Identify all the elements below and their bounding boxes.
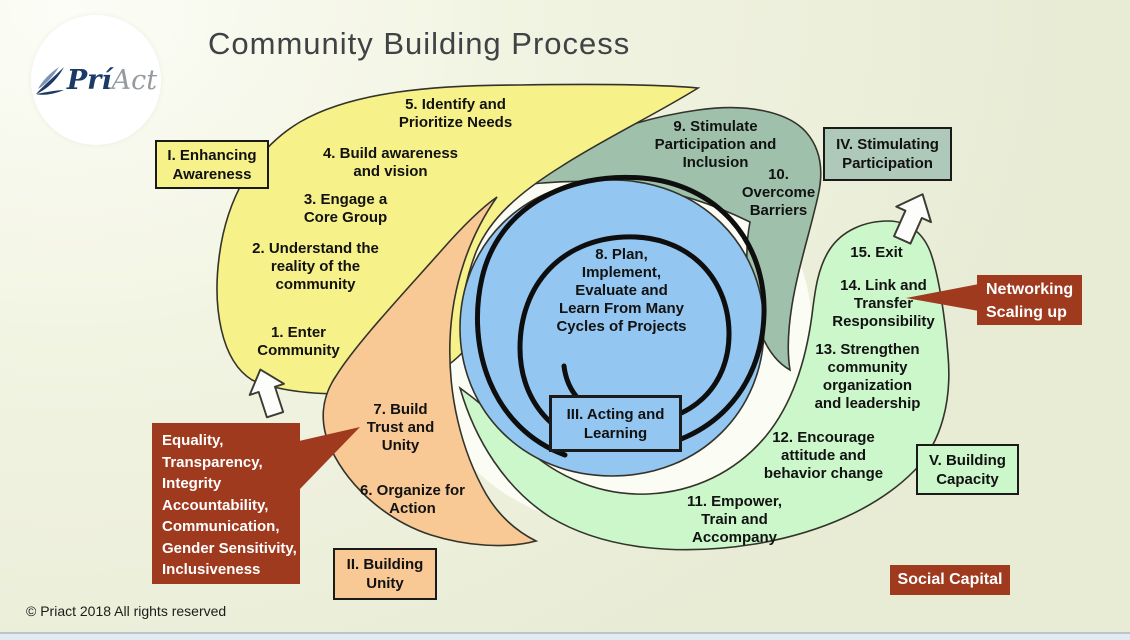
callout-core-values: Equality, Transparency, Integrity Accoun…	[152, 423, 300, 584]
stage-box-ii-building-unity: II. Building Unity	[333, 548, 437, 600]
stage-box-i-enhancing-awareness: I. Enhancing Awareness	[155, 140, 269, 189]
stage-box-v-building-capacity: V. Building Capacity	[916, 444, 1019, 495]
bottom-bar	[0, 632, 1130, 640]
stage-box-iv-stimulating-participation: IV. Stimulating Participation	[823, 127, 952, 181]
step-9-stimulate-participation: 9. Stimulate Participation and Inclusion	[654, 118, 777, 171]
step-10-overcome-barriers: 10. Overcome Barriers	[741, 166, 816, 219]
exit-arrow-icon	[893, 193, 932, 245]
enter-arrow-icon	[248, 368, 285, 419]
logo-feather-icon	[35, 67, 64, 95]
logo-text-secondary: Act	[111, 64, 158, 96]
logo-text-primary: Prí	[66, 64, 112, 96]
step-7-build-trust: 7. Build Trust and Unity	[366, 401, 435, 454]
step-11-empower-train: 11. Empower, Train and Accompany	[686, 493, 783, 546]
step-15-exit: 15. Exit	[850, 244, 903, 261]
step-14-link-transfer: 14. Link and Transfer Responsibility	[832, 277, 935, 330]
phase-ii-blob	[322, 196, 539, 547]
step-1-enter-community: 1. Enter Community	[257, 324, 340, 359]
step-8-plan-implement: 8. Plan, Implement, Evaluate and Learn F…	[556, 246, 687, 335]
step-13-strengthen-organization: 13. Strengthen community organization an…	[814, 341, 921, 412]
step-3-engage-core-group: 3. Engage a Core Group	[303, 191, 388, 226]
step-6-organize-action: 6. Organize for Action	[359, 482, 466, 517]
page-title: Community Building Process	[208, 26, 631, 61]
step-4-build-awareness: 4. Build awareness and vision	[322, 145, 459, 180]
copyright-text: © Priact 2018 All rights reserved	[26, 603, 227, 619]
stage-box-iii-acting-learning: III. Acting and Learning	[549, 395, 682, 452]
callout-networking: Networking Scaling up	[977, 275, 1082, 325]
callout-social-capital: Social Capital	[890, 565, 1010, 595]
step-12-encourage-change: 12. Encourage attitude and behavior chan…	[763, 429, 884, 482]
values-callout-pointer	[299, 427, 360, 490]
networking-callout-pointer	[906, 284, 979, 311]
step-2-understand-reality: 2. Understand the reality of the communi…	[252, 240, 379, 293]
step-5-identify-needs: 5. Identify and Prioritize Needs	[398, 96, 513, 131]
